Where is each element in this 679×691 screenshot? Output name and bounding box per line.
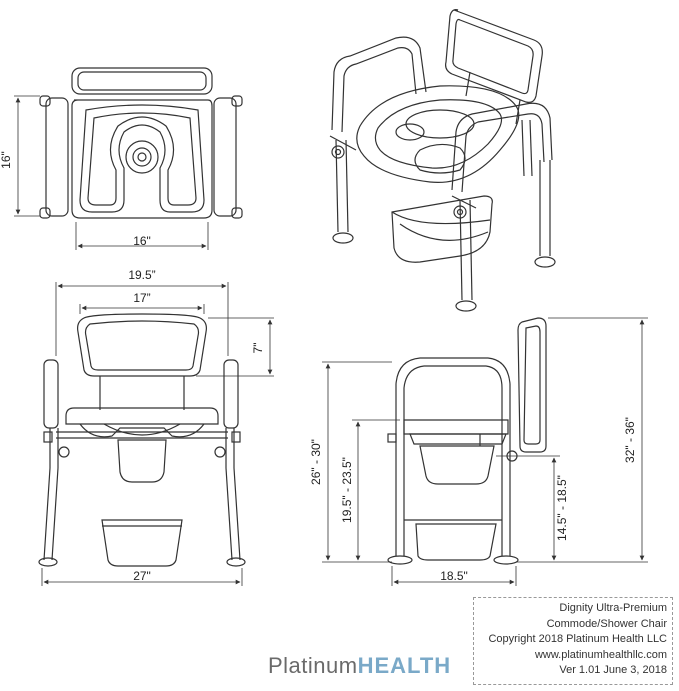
front-view-dimensions (41, 282, 274, 586)
brand-logo: PlatinumHEALTH (268, 653, 451, 679)
side-arm-height-label: 26" - 30" (309, 439, 323, 485)
front-back-width-label: 17” (133, 291, 150, 305)
title-line-1: Dignity Ultra-Premium (559, 602, 667, 614)
top-depth-label: 16" (0, 151, 13, 169)
title-line-4: www.platinumhealthllc.com (534, 648, 667, 661)
top-view-dimensions (14, 95, 209, 250)
brand-part-1: Platinum (268, 653, 358, 678)
side-view-dimensions (322, 317, 648, 586)
isometric-view (329, 9, 556, 312)
title-line-3: Copyright 2018 Platinum Health LLC (488, 633, 667, 645)
side-seat-height-label: 19.5" - 23.5" (340, 457, 354, 523)
side-depth-label: 18.5" (440, 569, 468, 583)
top-view (39, 67, 243, 219)
brand-part-2: HEALTH (357, 653, 452, 678)
side-bucket-height-label: 14.5" - 18.5" (555, 475, 569, 541)
title-block: Dignity Ultra-Premium Commode/Shower Cha… (473, 597, 673, 685)
title-line-5: Ver 1.01 June 3, 2018 (559, 664, 667, 676)
title-line-2: Commode/Shower Chair (546, 617, 667, 630)
front-overall-width-label: 19.5” (128, 268, 155, 282)
side-view (387, 317, 547, 565)
top-width-label: 16" (133, 234, 151, 248)
front-view (38, 313, 246, 567)
side-back-height-label: 32" - 36" (623, 417, 637, 463)
front-leg-span-label: 27" (133, 569, 151, 583)
front-back-height-label: 7" (251, 343, 265, 354)
